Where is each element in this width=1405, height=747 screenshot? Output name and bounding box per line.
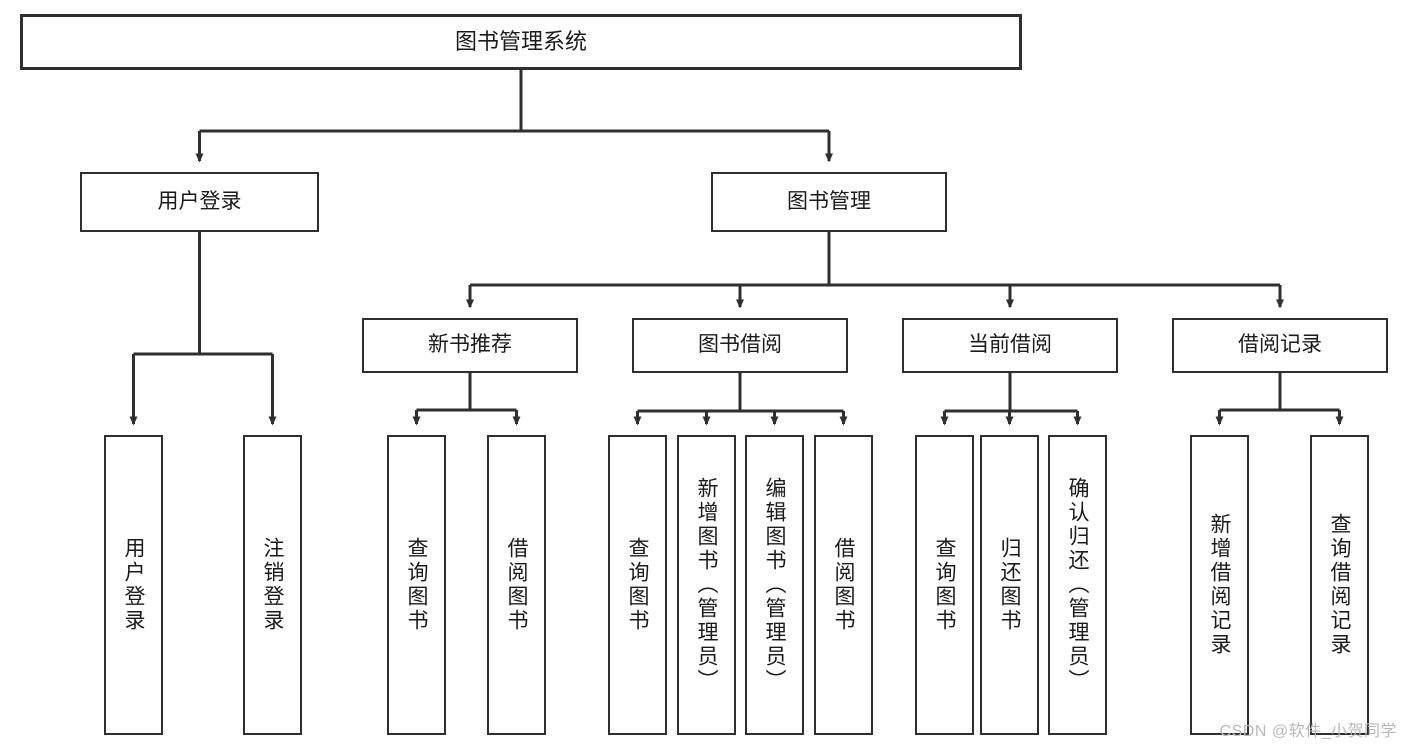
node-label: 新书推荐 xyxy=(428,333,512,357)
node-user-login[interactable]: 用户登录 xyxy=(80,172,319,232)
node-label: 图书管理系统 xyxy=(454,29,587,55)
node-label: 借阅记录 xyxy=(1238,333,1322,357)
node-label: 新增借阅记录 xyxy=(1208,513,1231,657)
node-label: 注销登录 xyxy=(261,537,284,633)
node-label: 图书管理 xyxy=(787,189,871,213)
node-new-book-rec[interactable]: 新书推荐 xyxy=(362,318,578,373)
node-leaf-add-book[interactable]: 新增图书（管理员） xyxy=(677,435,736,735)
node-leaf-logout[interactable]: 注销登录 xyxy=(243,435,302,735)
node-leaf-user-login[interactable]: 用户登录 xyxy=(104,435,163,735)
node-leaf-confirm-return[interactable]: 确认归还（管理员） xyxy=(1048,435,1107,735)
node-label: 确认归还（管理员） xyxy=(1066,477,1089,693)
node-label: 用户登录 xyxy=(122,537,145,633)
node-borrow-record[interactable]: 借阅记录 xyxy=(1172,318,1388,373)
node-leaf-borrow-book-2[interactable]: 借阅图书 xyxy=(814,435,873,735)
node-leaf-query-book-2[interactable]: 查询图书 xyxy=(608,435,667,735)
node-label: 借阅图书 xyxy=(832,537,855,633)
node-label: 新增图书（管理员） xyxy=(695,477,718,693)
node-label: 查询图书 xyxy=(626,537,649,633)
node-book-manage[interactable]: 图书管理 xyxy=(711,172,947,232)
node-leaf-return-book[interactable]: 归还图书 xyxy=(980,435,1039,735)
node-label: 用户登录 xyxy=(157,189,242,213)
node-label: 查询图书 xyxy=(933,537,956,633)
node-label: 当前借阅 xyxy=(968,333,1052,357)
node-leaf-query-book-3[interactable]: 查询图书 xyxy=(915,435,974,735)
node-leaf-query-book-1[interactable]: 查询图书 xyxy=(387,435,446,735)
node-label: 查询借阅记录 xyxy=(1328,513,1351,657)
node-leaf-add-record[interactable]: 新增借阅记录 xyxy=(1190,435,1249,735)
node-label: 归还图书 xyxy=(998,537,1021,633)
node-label: 借阅图书 xyxy=(505,537,528,633)
node-label: 编辑图书（管理员） xyxy=(763,477,786,693)
node-current-borrow[interactable]: 当前借阅 xyxy=(902,318,1118,373)
node-label: 图书借阅 xyxy=(698,333,782,357)
node-book-borrow[interactable]: 图书借阅 xyxy=(632,318,848,373)
node-label: 查询图书 xyxy=(405,537,428,633)
node-root[interactable]: 图书管理系统 xyxy=(20,14,1022,70)
node-leaf-query-record[interactable]: 查询借阅记录 xyxy=(1310,435,1369,735)
node-leaf-edit-book[interactable]: 编辑图书（管理员） xyxy=(745,435,804,735)
node-leaf-borrow-book-1[interactable]: 借阅图书 xyxy=(487,435,546,735)
